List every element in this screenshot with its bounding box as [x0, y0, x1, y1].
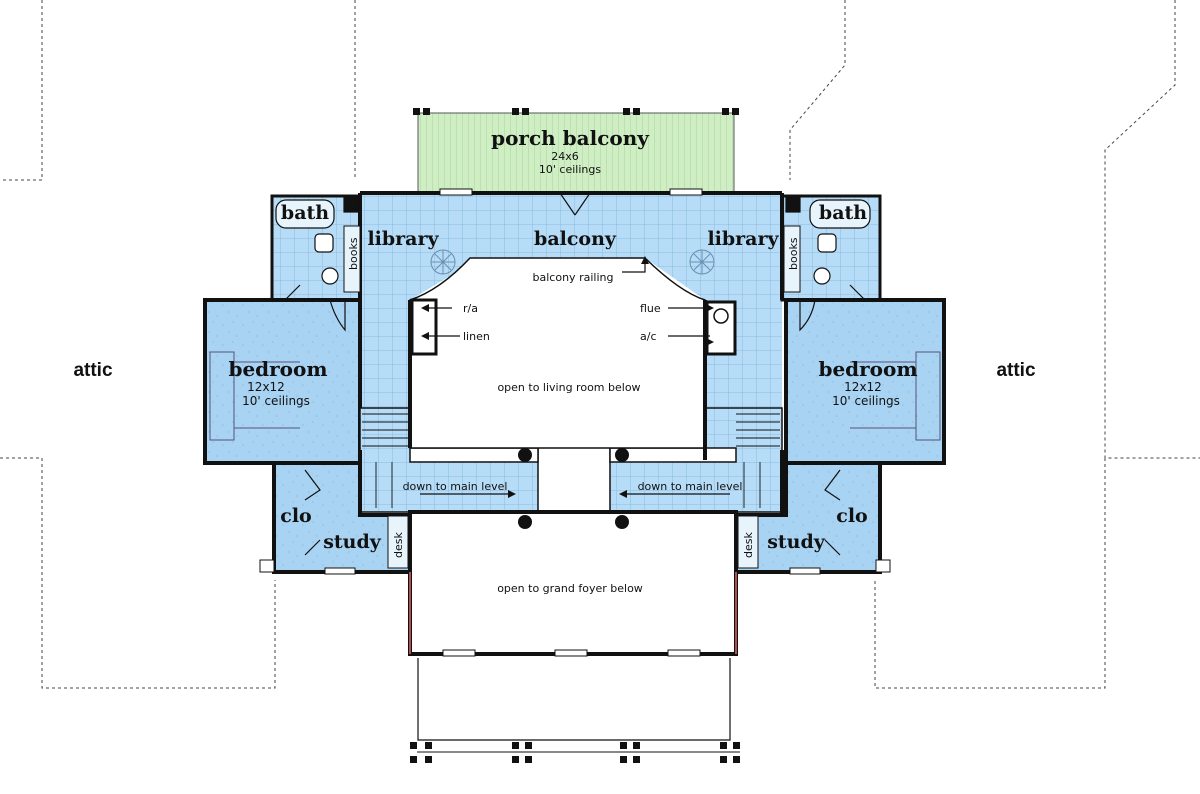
- porch-posts: [413, 108, 739, 115]
- bath-right-label: bath: [819, 202, 867, 224]
- books-right-label: books: [787, 237, 800, 270]
- doors: [284, 192, 866, 556]
- open-foyer-void: [408, 510, 738, 656]
- clo-left-label: clo: [280, 505, 311, 527]
- balcony-label: balcony: [534, 228, 617, 250]
- newel-posts: [518, 448, 629, 529]
- books-shelf-right: [783, 225, 801, 293]
- open-living-label: open to living room below: [497, 381, 640, 394]
- ac-label: a/c: [640, 330, 657, 343]
- porch-balcony-floor: [417, 112, 735, 194]
- desk-left: [387, 515, 409, 569]
- open-foyer-label: open to grand foyer below: [497, 582, 643, 595]
- bedroom-left-ceiling: 10' ceilings: [242, 394, 310, 408]
- flue-icon: [713, 308, 729, 324]
- flue-ac-closet: [705, 300, 737, 356]
- bath-right-fixtures: [785, 197, 871, 285]
- library-right-label: library: [707, 228, 779, 250]
- flue-label: flue: [640, 302, 661, 315]
- bedroom-right-size: 12x12: [844, 380, 882, 394]
- attic-left-label: attic: [73, 360, 113, 381]
- stairs-right-label: down to main level: [638, 480, 743, 493]
- clo-right-label: clo: [836, 505, 867, 527]
- study-right-label: study: [767, 531, 826, 553]
- bed-left: [209, 351, 300, 441]
- desk-right-label: desk: [742, 532, 755, 558]
- plant-right-icon: [689, 249, 715, 275]
- linen-label: linen: [463, 330, 490, 343]
- arrowheads: [421, 256, 714, 498]
- open-living-void: [409, 257, 706, 449]
- attic-outline-right: [789, 0, 1200, 689]
- bed-right: [850, 351, 941, 441]
- bedroom-right-label: bedroom: [818, 357, 917, 381]
- porch-balcony-label: porch balcony: [491, 126, 650, 150]
- porch-balcony-ceiling: 10' ceilings: [539, 163, 601, 176]
- stair-treads: [362, 413, 780, 508]
- books-left-label: books: [347, 237, 360, 270]
- bedroom-left-size: 12x12: [247, 380, 285, 394]
- study-left-label: study: [323, 531, 382, 553]
- front-porch: [409, 572, 740, 763]
- library-left-label: library: [367, 228, 439, 250]
- attic-outline-left: [0, 0, 356, 689]
- plant-left-icon: [430, 249, 456, 275]
- desk-right: [737, 515, 759, 569]
- desk-left-label: desk: [392, 532, 405, 558]
- books-shelf-left: [343, 225, 361, 293]
- bath-left-label: bath: [281, 202, 329, 224]
- bedroom-right-ceiling: 10' ceilings: [832, 394, 900, 408]
- windows: [259, 188, 891, 657]
- bedroom-left-label: bedroom: [228, 357, 327, 381]
- balcony-railing-label: balcony railing: [533, 271, 614, 284]
- balcony-floor: [360, 193, 782, 460]
- stairs-left-label: down to main level: [403, 480, 508, 493]
- porch-balcony-size: 24x6: [551, 150, 579, 163]
- ra-label: r/a: [463, 302, 478, 315]
- bath-left-fixtures: [275, 197, 359, 285]
- attic-right-label: attic: [996, 360, 1036, 381]
